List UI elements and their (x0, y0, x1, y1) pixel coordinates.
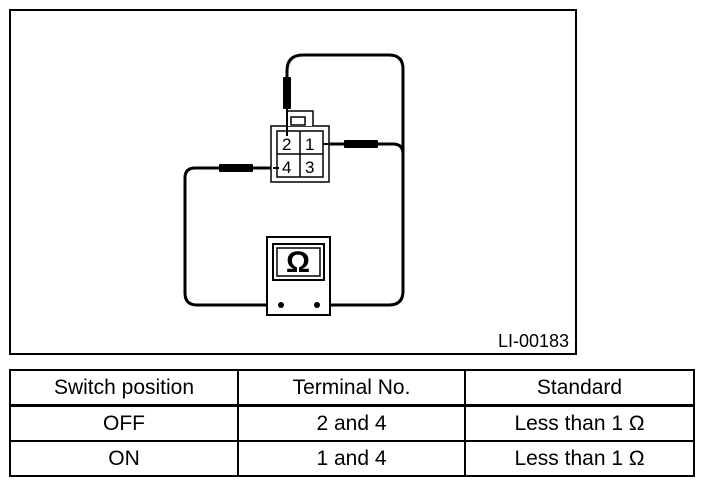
header-switch-position: Switch position (9, 369, 239, 407)
pin-label-2: 2 (282, 135, 291, 154)
wire-pin4 (183, 166, 283, 307)
wire-pin1 (323, 142, 405, 156)
probe-icon (219, 164, 253, 172)
inspection-table: Switch position Terminal No. Standard OF… (9, 369, 695, 477)
figure-id: LI-00183 (497, 331, 569, 351)
header-terminal-no: Terminal No. (237, 369, 466, 407)
wire-pin2 (285, 53, 405, 307)
probe-icon (283, 77, 291, 109)
table-row: OFF 2 and 4 Less than 1 Ω (9, 404, 695, 442)
cell-switch-position: ON (9, 440, 239, 477)
pin-label-4: 4 (282, 158, 291, 177)
cell-terminal-no: 2 and 4 (237, 404, 466, 442)
cell-standard: Less than 1 Ω (464, 440, 695, 477)
connector-icon (270, 110, 330, 183)
circuit-diagram: 2 1 4 3 Ω (183, 53, 405, 316)
pin-label-3: 3 (305, 158, 314, 177)
table-row: ON 1 and 4 Less than 1 Ω (9, 440, 695, 477)
table-header-row: Switch position Terminal No. Standard (9, 369, 695, 407)
wiring-diagram-figure: 2 1 4 3 Ω LI-00183 (9, 9, 577, 355)
cell-switch-position: OFF (9, 404, 239, 442)
ohm-symbol: Ω (286, 246, 310, 279)
ohmmeter-icon (266, 236, 331, 316)
cell-terminal-no: 1 and 4 (237, 440, 466, 477)
cell-standard: Less than 1 Ω (464, 404, 695, 442)
header-standard: Standard (464, 369, 695, 407)
probe-icon (344, 140, 378, 148)
pin-label-1: 1 (305, 135, 314, 154)
